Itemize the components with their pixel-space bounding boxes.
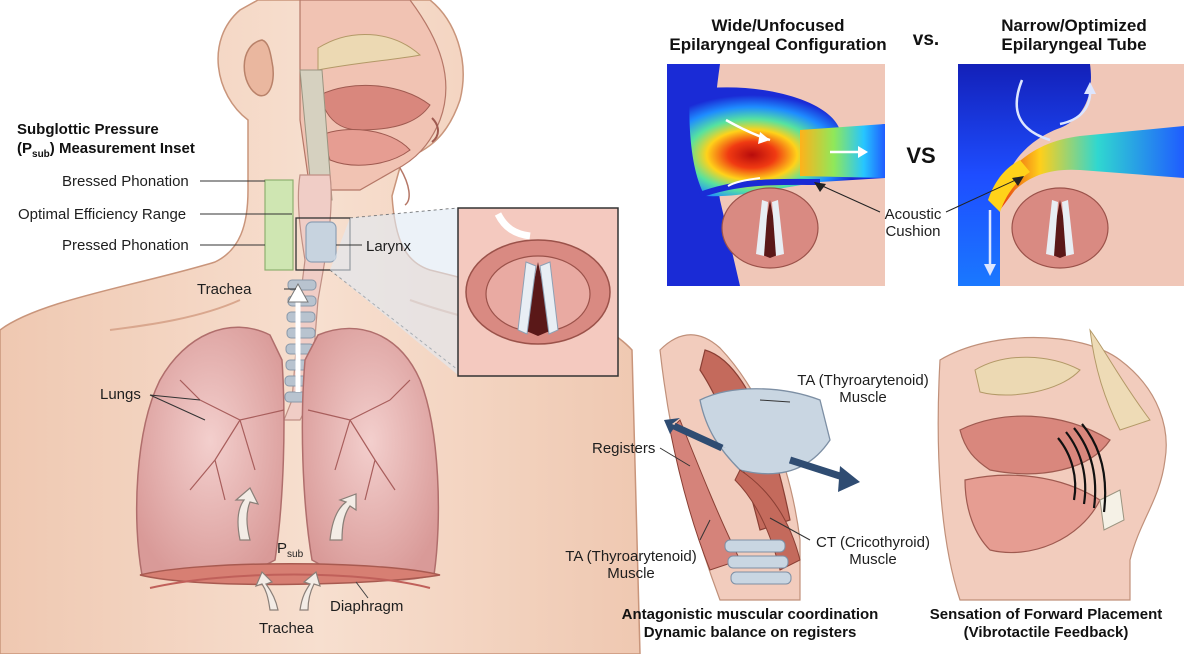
label-acoustic-cushion: Acoustic Cushion	[868, 206, 958, 240]
title-wide-line1: Wide/Unfocused	[711, 16, 845, 35]
vs-top: vs.	[912, 29, 940, 50]
airway	[283, 174, 459, 421]
label-ta-top: TA (Thyroarytenoid) Muscle	[778, 372, 948, 406]
flow-panel-left	[667, 64, 885, 286]
title-wide-line2: Epilaryngeal Configuration	[669, 35, 887, 54]
label-ta-bottom: TA (Thyroarytenoid) Muscle	[556, 548, 706, 582]
caption-placement-line2: (Vibrotactile Feedback)	[963, 624, 1129, 641]
head-sagittal	[937, 328, 1167, 601]
flow-panel-right	[958, 64, 1184, 286]
ta-bottom-line2: Muscle	[607, 565, 655, 582]
caption-muscles-line2: Dynamic balance on registers	[643, 624, 857, 641]
lungs	[135, 326, 441, 611]
ta-top-line1: TA (Thyroarytenoid)	[797, 372, 929, 389]
ta-top-line2: Muscle	[839, 389, 887, 406]
psub-p: P	[277, 540, 288, 557]
ct-line2: Muscle	[849, 551, 897, 568]
inset-level-pressed: Pressed Phonation	[62, 237, 189, 254]
acoustic-line2: Cushion	[885, 223, 941, 240]
inset-title-p: P	[22, 140, 33, 157]
label-psub: Psub	[277, 540, 303, 563]
title-narrow-tube: Narrow/Optimized Epilaryngeal Tube	[962, 16, 1186, 54]
label-lungs: Lungs	[100, 386, 141, 403]
psub-sub: sub	[287, 549, 304, 560]
label-diaphragm: Diaphragm	[330, 598, 404, 615]
title-wide-config: Wide/Unfocused Epilaryngeal Configuratio…	[662, 16, 894, 54]
ct-line1: CT (Cricothyroid)	[816, 534, 930, 551]
laryngeal-muscles	[659, 334, 860, 601]
pressure-inset	[149, 179, 362, 421]
label-larynx: Larynx	[366, 238, 412, 255]
inset-level-bressed: Bressed Phonation	[62, 173, 189, 190]
caption-placement-line1: Sensation of Forward Placement	[929, 606, 1163, 623]
inset-title-rest: Measurement Inset	[58, 140, 195, 157]
vs-middle: VS	[906, 143, 936, 168]
inset-title-line2: (Psub) Measurement Inset	[17, 140, 195, 160]
ta-bottom-line1: TA (Thyroarytenoid)	[565, 548, 697, 565]
vocal-fold-zoom	[457, 207, 619, 377]
label-trachea-top: Trachea	[197, 281, 252, 298]
acoustic-line1: Acoustic	[884, 206, 942, 223]
inset-title-line1: Subglottic Pressure	[17, 121, 159, 138]
caption-muscles: Antagonistic muscular coordination Dynam…	[600, 606, 900, 642]
label-trachea-bottom: Trachea	[259, 620, 314, 637]
title-narrow-line1: Narrow/Optimized	[1001, 16, 1147, 35]
inset-level-optimal: Optimal Efficiency Range	[18, 206, 187, 223]
caption-placement: Sensation of Forward Placement (Vibrotac…	[912, 606, 1180, 642]
inset-title-sub: sub	[32, 149, 50, 160]
label-ct: CT (Cricothyroid) Muscle	[808, 534, 938, 568]
caption-muscles-line1: Antagonistic muscular coordination	[621, 606, 879, 623]
title-narrow-line2: Epilaryngeal Tube	[1001, 35, 1147, 54]
label-registers: Registers	[592, 440, 656, 457]
